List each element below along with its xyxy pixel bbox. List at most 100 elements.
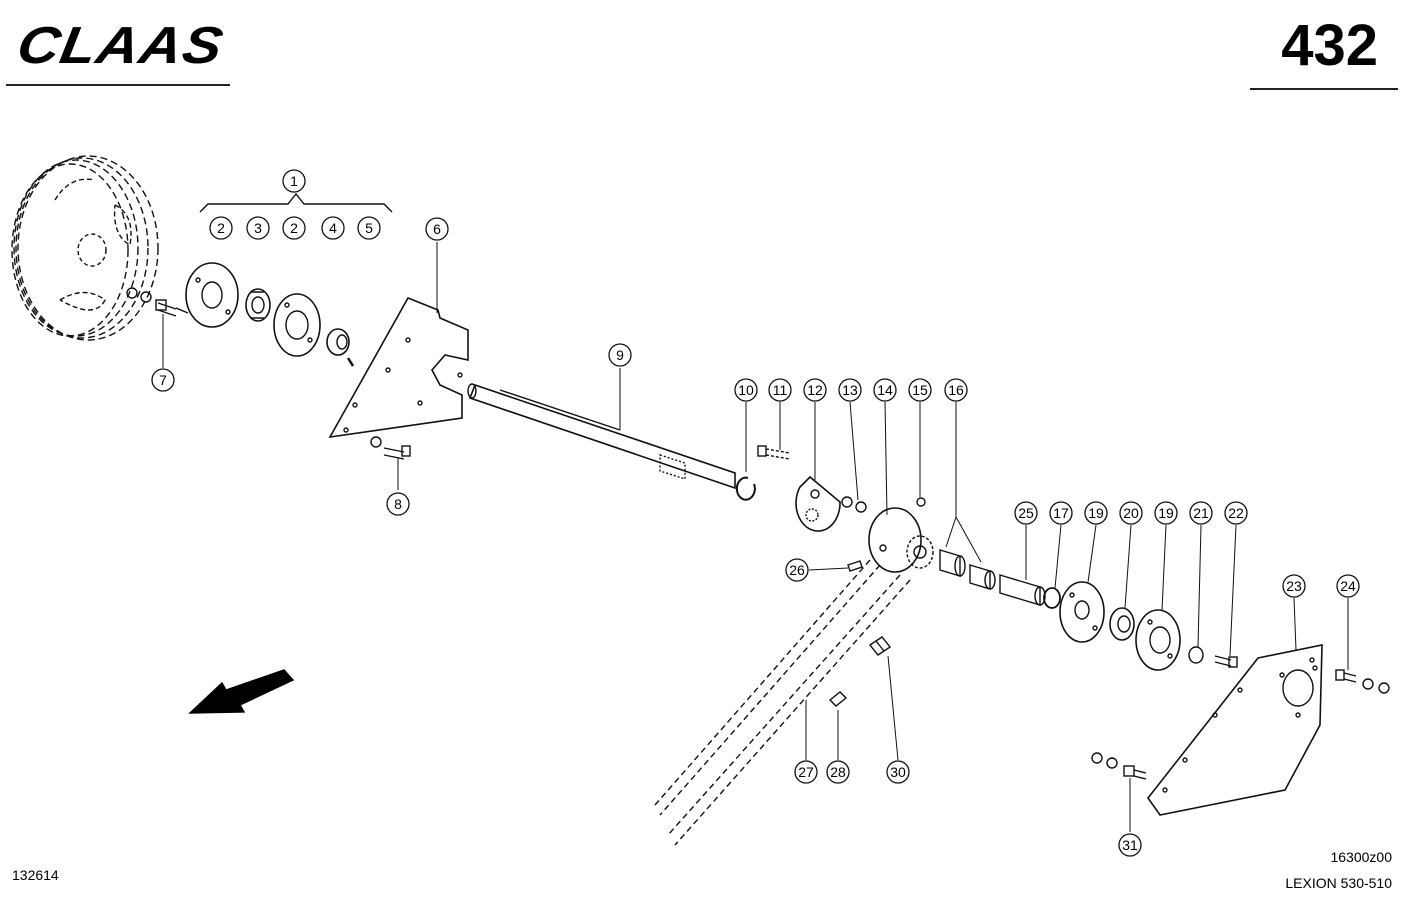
flange-plate-2a — [185, 262, 239, 328]
chain-link-28 — [828, 691, 848, 707]
callout-7: 7 — [151, 368, 175, 392]
svg-text:2: 2 — [290, 220, 298, 236]
svg-text:5: 5 — [365, 220, 373, 236]
callout-20: 20 — [1119, 501, 1143, 525]
callout-27: 27 — [794, 760, 818, 784]
svg-text:13: 13 — [842, 382, 858, 398]
flange-plate-19b — [1135, 609, 1181, 671]
bolt-24-assembly — [1335, 669, 1390, 694]
svg-text:19: 19 — [1158, 505, 1174, 521]
svg-text:20: 20 — [1123, 505, 1139, 521]
svg-text:15: 15 — [912, 382, 928, 398]
ring-17 — [1043, 587, 1061, 609]
side-plate-23 — [1147, 644, 1323, 816]
svg-text:19: 19 — [1088, 505, 1104, 521]
svg-text:28: 28 — [830, 764, 846, 780]
collar-4 — [326, 328, 350, 356]
callout-22: 22 — [1224, 501, 1248, 525]
leader-23 — [1293, 597, 1297, 651]
nut-15 — [916, 497, 926, 507]
pulley-wheel — [11, 155, 159, 341]
callout-11: 11 — [768, 378, 792, 402]
leader-13 — [849, 401, 859, 501]
svg-text:7: 7 — [159, 372, 167, 388]
svg-text:16: 16 — [948, 382, 964, 398]
callout-14: 14 — [873, 378, 897, 402]
svg-text:31: 31 — [1122, 837, 1138, 853]
bolt-31-assembly — [1091, 752, 1147, 780]
flange-plate-19a — [1059, 581, 1105, 643]
svg-text:23: 23 — [1286, 578, 1302, 594]
svg-text:21: 21 — [1193, 505, 1209, 521]
leader-22 — [1229, 524, 1237, 657]
footer-left-id: 132614 — [12, 867, 59, 883]
svg-text:10: 10 — [738, 382, 754, 398]
callout-21: 21 — [1189, 501, 1213, 525]
shaft-9 — [467, 383, 736, 490]
leader-19b — [1161, 524, 1167, 611]
page-number: 432 — [1281, 13, 1378, 78]
svg-text:1: 1 — [290, 173, 298, 189]
callout-17: 17 — [1049, 501, 1073, 525]
callout-15: 15 — [908, 378, 932, 402]
callout-31: 31 — [1118, 833, 1142, 857]
footer-model: LEXION 530-510 — [1285, 875, 1392, 891]
group-1-bracket — [199, 192, 393, 213]
callout-30: 30 — [886, 760, 910, 784]
svg-text:3: 3 — [254, 220, 262, 236]
leader-20 — [1124, 524, 1132, 609]
svg-text:27: 27 — [798, 764, 814, 780]
side-plate-6 — [328, 296, 469, 439]
svg-text:11: 11 — [773, 382, 788, 398]
bolt-22 — [1214, 655, 1238, 668]
bearing-20 — [1109, 607, 1135, 641]
leader-16 — [945, 402, 982, 563]
svg-text:4: 4 — [329, 220, 337, 236]
spacer-25 — [999, 574, 1046, 606]
callout-10: 10 — [734, 378, 758, 402]
leader-21 — [1197, 524, 1202, 648]
bolt-8-assembly — [370, 436, 411, 460]
callout-16: 16 — [944, 378, 968, 402]
callouts: 1 2 3 2 4 5 6 7 8 9 10 11 12 13 14 15 16… — [151, 169, 1360, 857]
washer-21 — [1188, 646, 1204, 664]
chain-27 — [654, 559, 911, 846]
callout-26: 26 — [785, 558, 809, 582]
callout-2a: 2 — [209, 216, 233, 240]
callout-28: 28 — [826, 760, 850, 784]
svg-text:14: 14 — [877, 382, 893, 398]
bearing-3 — [245, 288, 271, 322]
svg-text:26: 26 — [789, 562, 805, 578]
sprocket-14 — [868, 507, 934, 573]
leader-19a — [1087, 524, 1097, 583]
callout-1: 1 — [282, 169, 306, 193]
svg-text:12: 12 — [807, 382, 823, 398]
header-rule-left — [6, 84, 230, 86]
flange-plate-2b — [273, 293, 321, 357]
svg-text:30: 30 — [890, 764, 906, 780]
bolt-7-assembly — [126, 287, 189, 317]
callout-13: 13 — [838, 378, 862, 402]
footer-drawing-id: 16300z00 — [1330, 849, 1392, 865]
svg-text:24: 24 — [1340, 578, 1356, 594]
callout-5: 5 — [357, 216, 381, 240]
connecting-link-30 — [868, 636, 892, 656]
svg-text:22: 22 — [1228, 505, 1244, 521]
leader-17 — [1054, 524, 1062, 589]
callout-9: 9 — [608, 343, 632, 367]
pin-5 — [346, 357, 355, 367]
svg-text:8: 8 — [394, 496, 402, 512]
leader-30 — [887, 655, 899, 761]
callout-19a: 19 — [1084, 501, 1108, 525]
grease-nipple-26 — [847, 560, 863, 572]
callout-24: 24 — [1336, 574, 1360, 598]
leader-14 — [884, 401, 888, 516]
svg-text:9: 9 — [616, 347, 624, 363]
washers-13 — [841, 496, 867, 513]
callout-12: 12 — [803, 378, 827, 402]
callout-4: 4 — [321, 216, 345, 240]
callout-8: 8 — [386, 492, 410, 516]
svg-text:17: 17 — [1053, 505, 1069, 521]
